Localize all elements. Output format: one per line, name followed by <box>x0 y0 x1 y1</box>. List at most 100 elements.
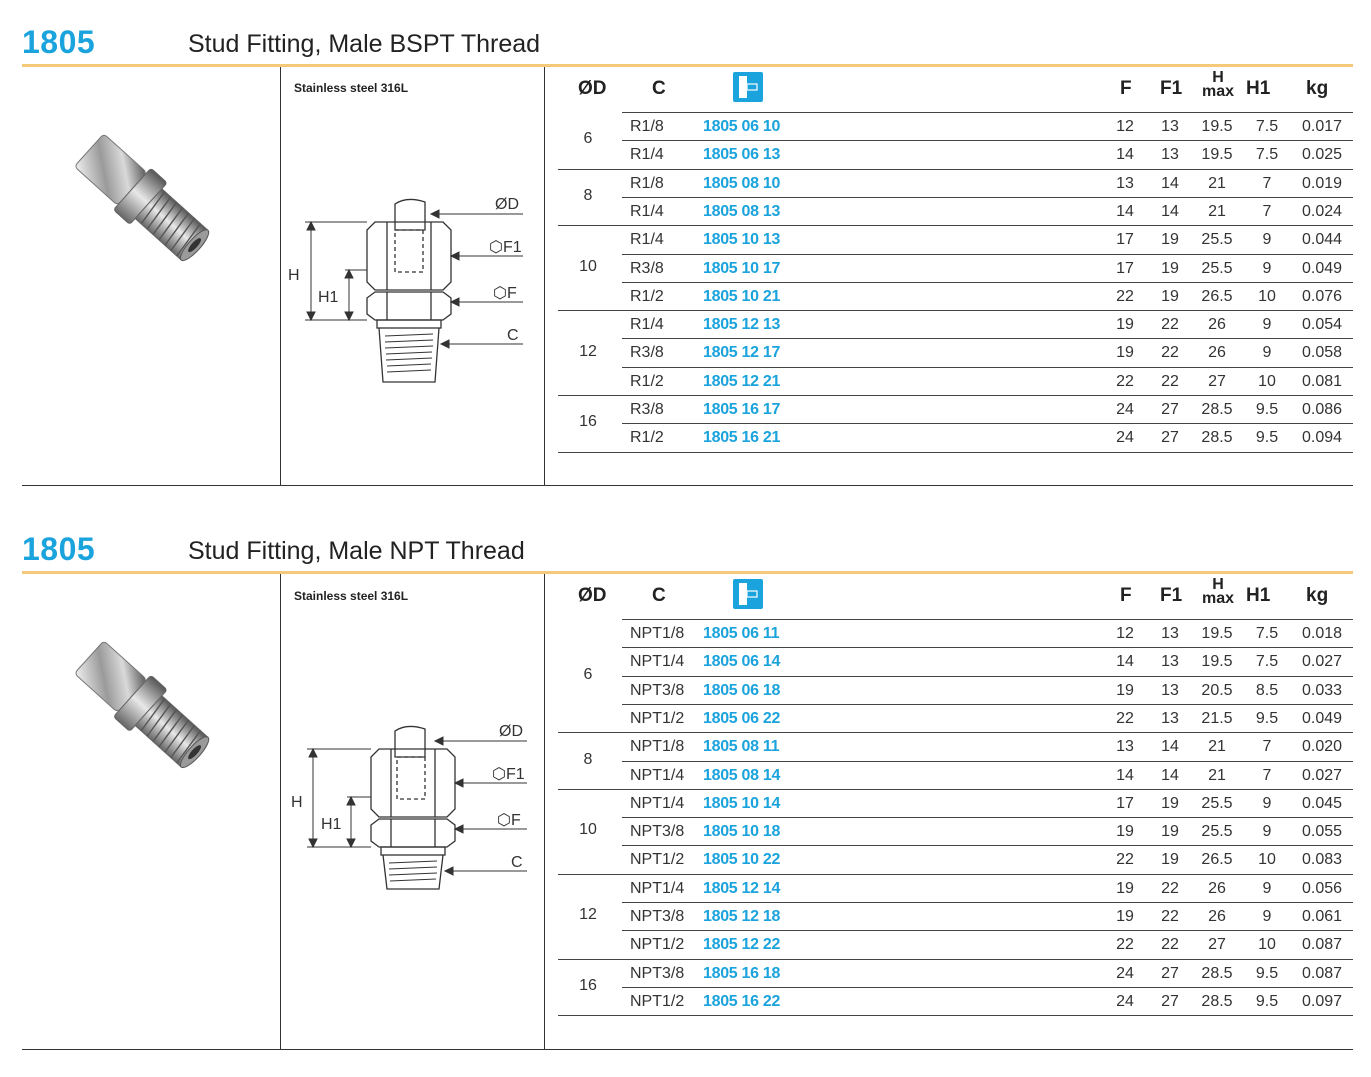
cell-thread: NPT1/8 <box>630 738 685 756</box>
cell-outer-diameter: 12 <box>579 342 597 360</box>
cell-f1: 13 <box>1161 625 1179 642</box>
cell-h-max: 25.5 <box>1201 231 1233 249</box>
cell-thread: NPT1/2 <box>630 709 685 727</box>
cell-kg: 0.083 <box>1301 851 1343 869</box>
cell-article-number: 1805 08 10 <box>703 174 781 192</box>
cell-h1: 9.5 <box>1255 429 1279 447</box>
cell-h1: 9.5 <box>1255 709 1279 727</box>
cell-f1: 27 <box>1161 964 1179 982</box>
cell-article-number: 1805 08 14 <box>703 766 781 784</box>
cell-kg: 0.061 <box>1301 908 1343 925</box>
cell-h-max: 25.5 <box>1201 794 1233 812</box>
drawing-label-c: C <box>511 854 523 871</box>
cell-f1: 19 <box>1161 259 1179 277</box>
cell-h-max: 28.5 <box>1201 992 1233 1010</box>
cell-f1: 13 <box>1161 118 1179 135</box>
cell-kg: 0.097 <box>1301 992 1343 1010</box>
header-h1: H1 <box>1246 585 1271 606</box>
cell-thread: NPT1/8 <box>630 625 685 642</box>
cell-h1: 9.5 <box>1255 401 1279 418</box>
material-label: Stainless steel 316L <box>294 81 409 95</box>
cell-thread: NPT1/2 <box>630 851 685 869</box>
cell-f1: 22 <box>1161 316 1179 334</box>
cell-kg: 0.058 <box>1301 344 1343 362</box>
cell-f1: 13 <box>1161 146 1179 164</box>
cell-h-max: 19.5 <box>1201 146 1233 164</box>
cell-h1: 9.5 <box>1255 992 1279 1010</box>
drawing-label-f: ⬡F <box>493 285 517 302</box>
cell-article-number: 1805 10 22 <box>703 851 781 869</box>
group-separator <box>558 958 622 960</box>
header-c: C <box>652 78 666 99</box>
drawing-label-h1: H1 <box>321 816 342 833</box>
cell-f1: 19 <box>1161 851 1179 869</box>
cell-thread: R3/8 <box>630 259 664 277</box>
cell-f1: 22 <box>1161 936 1179 954</box>
divider-left <box>280 67 281 485</box>
cell-kg: 0.018 <box>1301 625 1343 642</box>
cell-h-max: 26.5 <box>1201 287 1233 305</box>
divider-left <box>280 574 281 1049</box>
cell-thread: NPT1/2 <box>630 936 685 954</box>
blue-fitting-logo-icon <box>733 579 763 609</box>
cell-h1: 8.5 <box>1255 681 1279 699</box>
section-heading: 1805 Stud Fitting, Male BSPT Thread <box>22 24 1371 64</box>
cell-article-number: 1805 12 13 <box>703 316 781 334</box>
cell-article-number: 1805 06 14 <box>703 653 781 671</box>
cell-thread: R1/2 <box>630 429 664 447</box>
cell-outer-diameter: 10 <box>579 257 597 275</box>
cell-h1: 9 <box>1262 344 1272 362</box>
cell-f: 14 <box>1116 146 1134 164</box>
cell-thread: R1/8 <box>630 174 664 192</box>
cell-f: 17 <box>1116 259 1134 277</box>
cell-kg: 0.055 <box>1301 823 1343 841</box>
cell-f: 13 <box>1116 174 1134 192</box>
cell-f: 19 <box>1116 681 1134 699</box>
material-label: Stainless steel 316L <box>294 589 409 603</box>
cell-f1: 13 <box>1161 653 1179 671</box>
technical-drawing: ØD ⬡F1 ⬡F C H H1 <box>288 196 523 383</box>
cell-h-max: 27 <box>1208 936 1226 954</box>
cell-f: 22 <box>1116 372 1134 390</box>
cell-article-number: 1805 16 21 <box>703 429 781 447</box>
drawing-label-h1: H1 <box>318 289 339 306</box>
cell-outer-diameter: 6 <box>583 130 593 148</box>
divider-right <box>544 67 545 485</box>
cell-h-max: 26 <box>1208 908 1226 925</box>
cell-f1: 22 <box>1161 372 1179 390</box>
cell-outer-diameter: 8 <box>583 750 593 768</box>
cell-h1: 9 <box>1262 908 1272 925</box>
cell-thread: R1/4 <box>630 316 664 334</box>
table-bottom-rule <box>558 1015 1353 1017</box>
cell-f: 24 <box>1116 992 1134 1010</box>
cell-outer-diameter: 8 <box>583 186 593 204</box>
cell-f: 19 <box>1116 879 1134 897</box>
cell-f1: 22 <box>1161 908 1179 925</box>
cell-h1: 9 <box>1262 231 1272 249</box>
cell-kg: 0.033 <box>1301 681 1343 699</box>
cell-article-number: 1805 08 11 <box>703 738 780 756</box>
cell-h1: 9 <box>1262 794 1272 812</box>
cell-thread: NPT1/4 <box>630 653 685 671</box>
cell-article-number: 1805 16 17 <box>703 401 781 418</box>
cell-f: 22 <box>1116 851 1134 869</box>
cell-f1: 13 <box>1161 681 1179 699</box>
heading-rule <box>22 64 1353 67</box>
cell-h-max: 19.5 <box>1201 118 1233 135</box>
cell-article-number: 1805 12 17 <box>703 344 781 362</box>
cell-kg: 0.020 <box>1301 738 1343 756</box>
cell-f: 19 <box>1116 344 1134 362</box>
section-frame <box>22 574 1353 1050</box>
cell-kg: 0.094 <box>1301 429 1343 447</box>
header-f1: F1 <box>1160 585 1183 606</box>
